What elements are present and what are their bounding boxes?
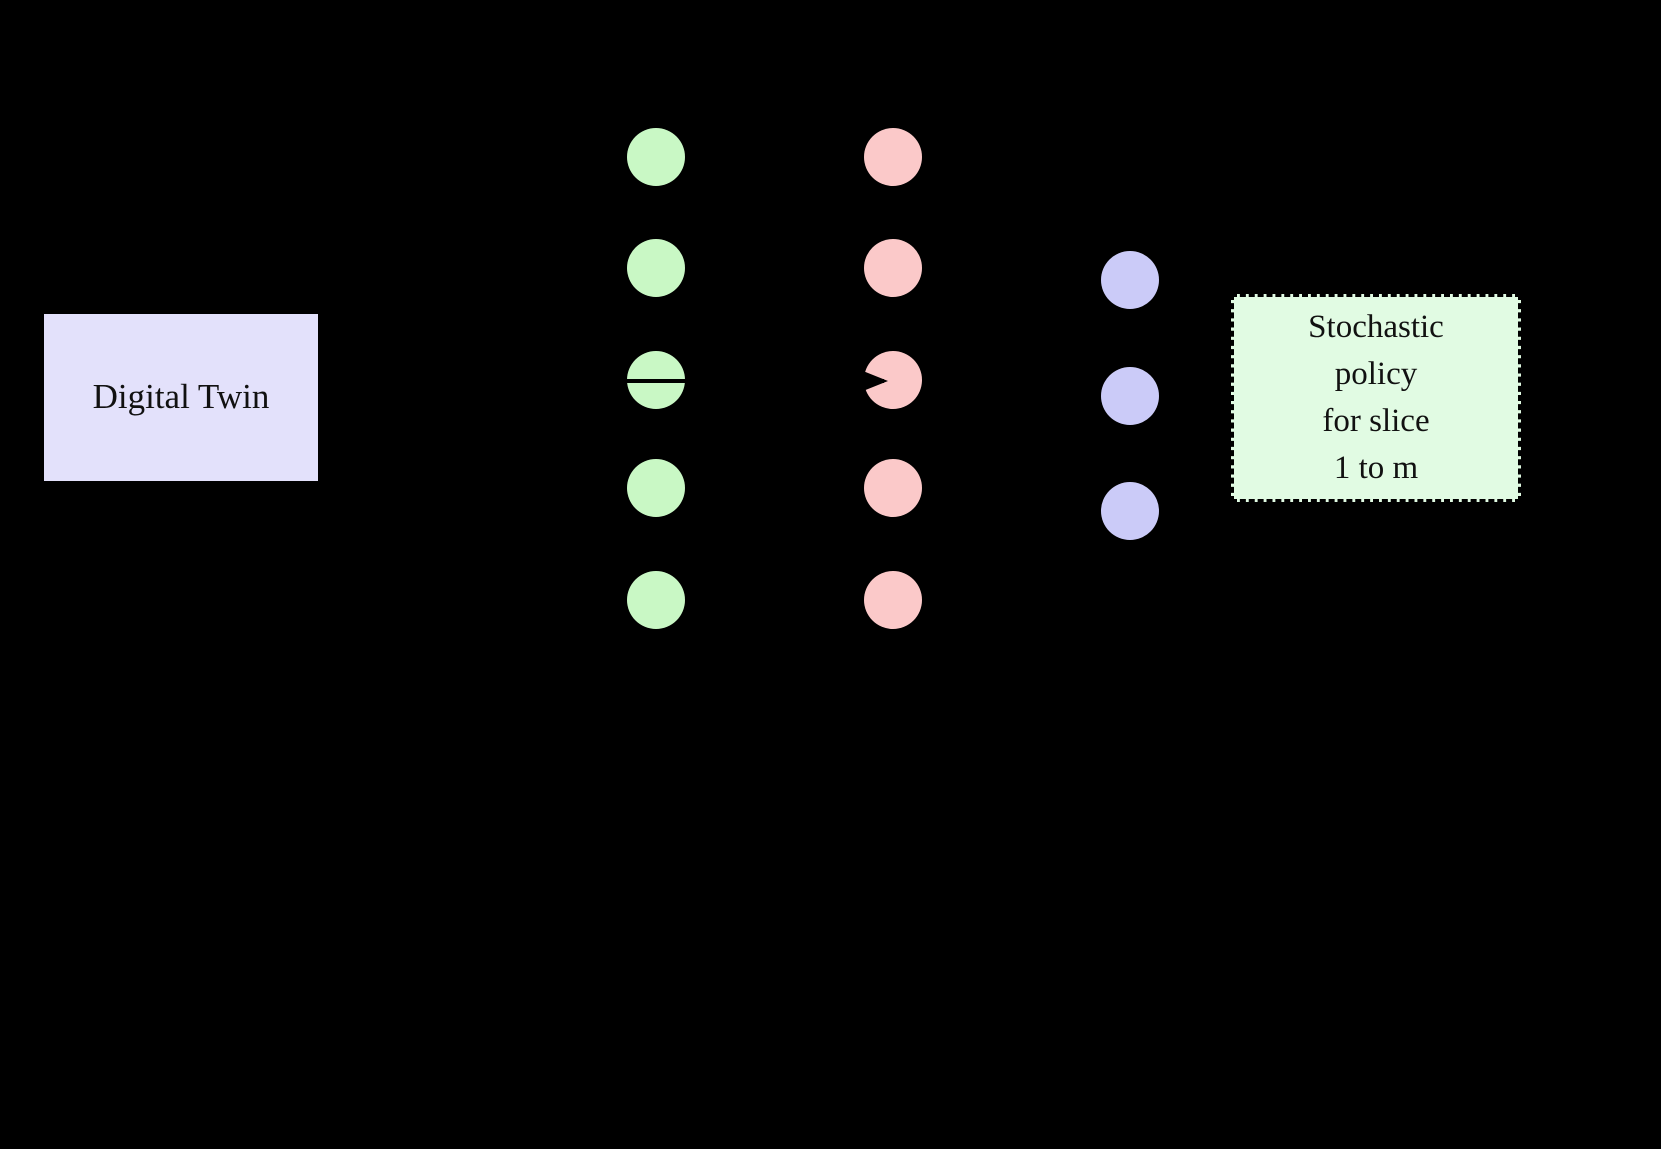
input-node-2[interactable] bbox=[627, 239, 685, 297]
digital-twin-label: Digital Twin bbox=[92, 377, 270, 417]
hidden-node-2[interactable] bbox=[864, 239, 922, 297]
policy-line-2: policy bbox=[1334, 356, 1418, 393]
output-node-1[interactable] bbox=[1101, 251, 1159, 309]
output-node-3[interactable] bbox=[1101, 482, 1159, 540]
input-node-1[interactable] bbox=[627, 128, 685, 186]
stochastic-policy-label: Stochastic policy for slice 1 to m bbox=[1308, 304, 1444, 491]
input-node-5[interactable] bbox=[627, 571, 685, 629]
digital-twin-block[interactable]: Digital Twin bbox=[43, 313, 319, 482]
stochastic-policy-block[interactable]: Stochastic policy for slice 1 to m bbox=[1231, 294, 1521, 502]
output-node-2[interactable] bbox=[1101, 367, 1159, 425]
hidden-node-5[interactable] bbox=[864, 571, 922, 629]
hidden-node-1[interactable] bbox=[864, 128, 922, 186]
input-node-3[interactable] bbox=[627, 351, 685, 409]
hidden-node-3[interactable] bbox=[864, 351, 922, 409]
policy-line-4: 1 to m bbox=[1333, 449, 1419, 486]
hidden-node-4[interactable] bbox=[864, 459, 922, 517]
input-node-4[interactable] bbox=[627, 459, 685, 517]
policy-line-3: for slice bbox=[1322, 403, 1430, 439]
policy-line-1: Stochastic bbox=[1308, 309, 1444, 346]
